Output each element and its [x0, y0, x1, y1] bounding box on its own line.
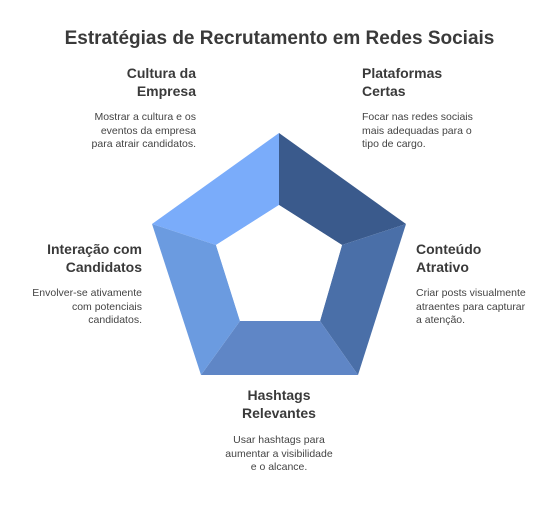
label-interacao: Interação com Candidatos — [20, 240, 142, 276]
label-plataformas-line1: Plataformas — [362, 65, 443, 81]
label-hashtags: Hashtags Relevantes — [199, 386, 359, 422]
desc-hashtags-line2: aumentar a visibilidade — [225, 447, 333, 460]
label-interacao-line2: Candidatos — [65, 259, 142, 275]
label-conteudo-line2: Atrativo — [416, 259, 469, 275]
desc-interacao-line1: Envolver-se ativamente — [32, 287, 142, 299]
label-conteudo: Conteúdo Atrativo — [416, 240, 546, 276]
label-cultura-line2: Empresa — [136, 83, 196, 99]
segment-plataformas[interactable] — [279, 133, 406, 245]
label-cultura: Cultura da Empresa — [60, 64, 196, 100]
desc-plataformas-line1: Focar nas redes sociais — [362, 111, 473, 123]
desc-hashtags: Usar hashtags para aumentar a visibilida… — [194, 434, 364, 475]
segment-conteudo[interactable] — [320, 224, 406, 375]
segment-hashtags[interactable] — [201, 321, 358, 375]
desc-conteudo: Criar posts visualmente atraentes para c… — [416, 287, 556, 328]
desc-cultura-line2: eventos da empresa — [100, 124, 196, 137]
desc-interacao-line3: candidatos. — [88, 314, 142, 326]
segment-interacao[interactable] — [152, 224, 240, 375]
desc-conteudo-line2: atraentes para capturar — [416, 300, 526, 313]
label-plataformas-line2: Certas — [362, 83, 406, 99]
desc-conteudo-line3: a atenção. — [416, 314, 466, 326]
desc-hashtags-line3: e o alcance. — [250, 461, 308, 473]
label-hashtags-line1: Hashtags — [247, 387, 311, 403]
label-plataformas: Plataformas Certas — [362, 64, 512, 100]
desc-plataformas: Focar nas redes sociais mais adequadas p… — [362, 111, 522, 152]
desc-cultura-line3: para atrair candidatos. — [91, 138, 196, 150]
desc-hashtags-line1: Usar hashtags para — [233, 434, 325, 446]
label-cultura-line1: Cultura da — [126, 65, 196, 81]
inner-pentagon — [216, 205, 342, 321]
desc-plataformas-line3: tipo de cargo. — [362, 138, 426, 150]
label-interacao-line1: Interação com — [47, 241, 142, 257]
desc-interacao-line2: com potenciais — [71, 300, 142, 313]
desc-plataformas-line2: mais adequadas para o — [362, 124, 472, 137]
segment-cultura[interactable] — [152, 133, 279, 245]
label-hashtags-line2: Relevantes — [242, 405, 316, 421]
desc-conteudo-line1: Criar posts visualmente — [416, 287, 526, 299]
desc-cultura-line1: Mostrar a cultura e os — [94, 111, 196, 123]
diagram-title: Estratégias de Recrutamento em Redes Soc… — [64, 28, 495, 49]
desc-cultura: Mostrar a cultura e os eventos da empres… — [40, 111, 196, 152]
desc-interacao: Envolver-se ativamente com potenciais ca… — [10, 287, 142, 328]
label-conteudo-line1: Conteúdo — [416, 241, 482, 257]
